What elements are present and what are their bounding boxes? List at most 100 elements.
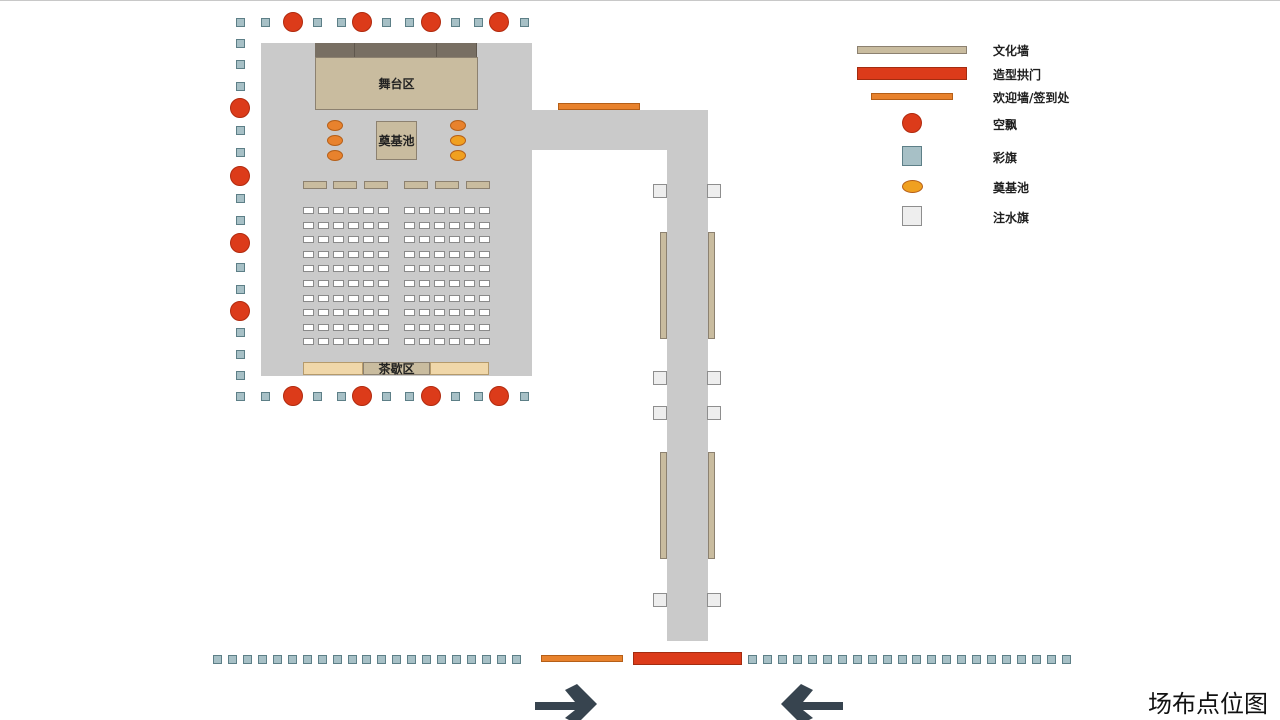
seat-table — [404, 207, 415, 214]
seat-table — [318, 236, 329, 243]
top-border — [0, 0, 1280, 1]
seat-table — [363, 251, 374, 258]
seat-table — [333, 309, 344, 316]
seat-table — [303, 324, 314, 331]
legend-welcome-wall-swatch — [871, 93, 953, 100]
culture-wall-small — [303, 181, 327, 189]
flag — [1062, 655, 1071, 664]
flag — [898, 655, 907, 664]
seat-table — [303, 251, 314, 258]
flag — [337, 18, 346, 27]
balloon — [489, 386, 509, 406]
seat-table — [419, 251, 430, 258]
seat-table — [434, 309, 445, 316]
seat-table — [449, 338, 460, 345]
flag — [288, 655, 297, 664]
flag — [451, 392, 460, 401]
seat-table — [419, 309, 430, 316]
seat-table — [348, 251, 359, 258]
seat-table — [378, 280, 389, 287]
seat-table — [378, 338, 389, 345]
balloon — [230, 166, 250, 186]
seat-table — [318, 338, 329, 345]
seat-table — [419, 236, 430, 243]
flag — [258, 655, 267, 664]
legend-welcome-wall-label: 欢迎墙/签到处 — [993, 91, 1070, 105]
flag — [236, 371, 245, 380]
seat-table — [363, 338, 374, 345]
flag — [823, 655, 832, 664]
stage-backdrop-1 — [315, 43, 355, 57]
flag — [236, 18, 245, 27]
stage-area: 舞台区 — [315, 57, 478, 110]
seat-table — [479, 338, 490, 345]
seat-table — [479, 207, 490, 214]
water-flag — [653, 371, 667, 385]
seat-table — [348, 309, 359, 316]
flag — [972, 655, 981, 664]
culture-wall-small — [364, 181, 388, 189]
seat-table — [348, 280, 359, 287]
balloon — [489, 12, 509, 32]
tea-area-left — [303, 362, 363, 375]
flag — [957, 655, 966, 664]
seat-table — [333, 338, 344, 345]
seat-table — [479, 280, 490, 287]
flag — [236, 216, 245, 225]
seat-table — [348, 265, 359, 272]
seat-table — [303, 207, 314, 214]
seat-table — [363, 207, 374, 214]
flag — [942, 655, 951, 664]
tea-area-right — [430, 362, 489, 375]
flag — [236, 39, 245, 48]
legend-culture-wall-swatch — [857, 46, 967, 54]
seat-table — [464, 295, 475, 302]
seat-table — [348, 324, 359, 331]
flag — [405, 392, 414, 401]
flag — [474, 392, 483, 401]
legend-sandbox-swatch — [902, 180, 923, 193]
seat-table — [449, 295, 460, 302]
seat-table — [318, 207, 329, 214]
flag — [452, 655, 461, 664]
seat-table — [404, 280, 415, 287]
seat-table — [449, 251, 460, 258]
culture-wall — [660, 452, 667, 559]
seat-table — [303, 222, 314, 229]
seat-table — [404, 265, 415, 272]
flag — [838, 655, 847, 664]
flag — [748, 655, 757, 664]
seat-table — [303, 280, 314, 287]
seat-table — [434, 280, 445, 287]
balloon — [421, 12, 441, 32]
seat-table — [479, 222, 490, 229]
seat-table — [449, 309, 460, 316]
seat-table — [479, 251, 490, 258]
flag — [1047, 655, 1056, 664]
seat-table — [333, 324, 344, 331]
seat-table — [303, 265, 314, 272]
seat-table — [464, 265, 475, 272]
legend-balloon-swatch — [902, 113, 922, 133]
sandbox-area: 奠基池 — [376, 121, 417, 160]
culture-wall-small — [333, 181, 357, 189]
flag — [763, 655, 772, 664]
flag — [987, 655, 996, 664]
flag — [474, 18, 483, 27]
water-flag — [707, 593, 721, 607]
seat-table — [479, 295, 490, 302]
flag — [236, 82, 245, 91]
flag — [520, 18, 529, 27]
tea-area: 茶歇区 — [363, 362, 430, 376]
seat-table — [404, 222, 415, 229]
seat-table — [303, 338, 314, 345]
flag — [236, 350, 245, 359]
flag — [405, 18, 414, 27]
seat-table — [348, 338, 359, 345]
seat-table — [434, 236, 445, 243]
welcome-wall-bottom — [541, 655, 623, 662]
legend-arch-swatch — [857, 67, 967, 80]
seat-table — [378, 265, 389, 272]
culture-wall — [708, 232, 715, 339]
seat-table — [419, 265, 430, 272]
